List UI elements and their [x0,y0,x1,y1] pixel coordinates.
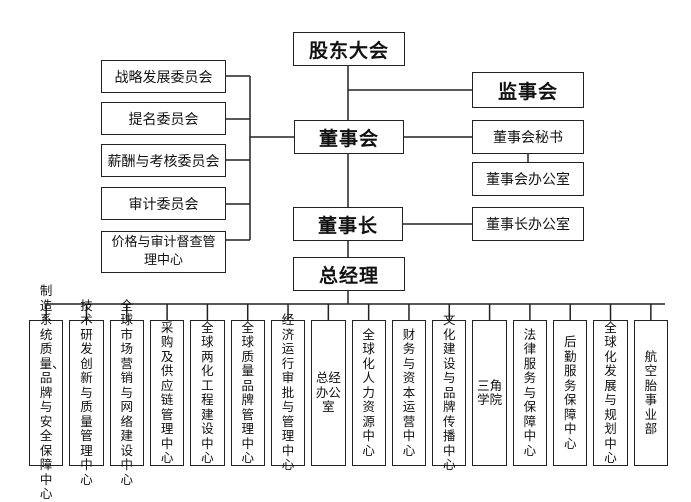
department-box: 文化建设与品牌传播中心 [432,313,467,472]
committee-compensation: 薪酬与考核委员会 [101,144,226,177]
department-box: 法律服务与保障中心 [512,320,548,466]
department-label: 经济运行审批与管理中心 [281,312,295,473]
department-box: 全球两化工程建设中心 [190,319,225,466]
department-box: 经济运行审批与管理中心 [270,313,306,472]
shareholders-box: 股东大会 [293,32,405,66]
committee-label: 战略发展委员会 [114,69,213,86]
department-label: 全球质量品牌管理中心 [241,319,254,465]
gm-box: 总经理 [293,257,405,291]
committee-label: 提名委员会 [128,111,199,128]
department-label: 总经办公室 [315,370,341,415]
board-box: 董事会 [294,120,404,154]
department-box: 技术研发创新与质量管理中心 [69,298,104,486]
board-office-label: 董事会办公室 [486,172,570,188]
department-box: 航空胎事业部 [633,320,668,466]
department-box: 全球市场营销与网络建设中心 [109,298,144,486]
board-office-box: 董事会办公室 [472,162,584,196]
board-secretary-label: 董事会秘书 [493,130,563,146]
connector-lines [45,66,665,320]
department-label: 航空胎事业部 [644,348,658,436]
committee-nomination: 提名委员会 [101,102,226,135]
department-label: 制造系统质量、品牌与安全保障中心 [39,283,65,502]
department-label: 文化建设与品牌传播中心 [443,312,456,473]
board-label: 董事会 [318,127,379,150]
department-box: 三角学院 [472,320,507,466]
committee-label: 薪酬与考核委员会 [107,153,220,170]
supervisors-box: 监事会 [472,72,584,108]
board-secretary-box: 董事会秘书 [472,120,584,154]
department-box: 制造系统质量、品牌与安全保障中心 [29,284,65,501]
department-box: 全球化人力资源中心 [351,320,386,466]
gm-label: 总经理 [318,264,379,287]
department-label: 财务与资本运营中心 [402,326,416,458]
department-box: 财务与资本运营中心 [391,320,427,466]
department-label: 技术研发创新与质量管理中心 [80,297,93,487]
department-box: 采购及供应链管理中心 [149,319,185,466]
price-audit-center-box: 价格与审计督查管理中心 [101,231,226,273]
chairman-label: 董事长 [317,214,378,237]
department-label: 三角学院 [477,377,503,407]
chairman-box: 董事长 [293,207,403,241]
department-box: 总经办公室 [311,320,346,466]
department-label: 全球化人力资源中心 [362,326,375,458]
department-label: 全球市场营销与网络建设中心 [120,297,134,487]
department-label: 法律服务与保障中心 [523,326,537,458]
department-label: 采购及供应链管理中心 [160,319,174,465]
department-box: 全球质量品牌管理中心 [230,319,265,466]
chairman-office-label: 董事长办公室 [486,217,570,233]
org-chart: 股东大会 董事会 董事长 总经理 监事会 董事会秘书 董事会办公室 董事长办公室… [29,32,668,501]
committee-audit: 审计委员会 [101,187,226,220]
department-label: 后勤服务保障中心 [563,334,577,451]
chairman-office-box: 董事长办公室 [472,207,584,241]
department-label: 全球化发展与规划中心 [604,319,617,465]
shareholders-label: 股东大会 [308,39,389,62]
committee-strategy: 战略发展委员会 [101,60,226,93]
department-box: 后勤服务保障中心 [553,320,588,466]
supervisors-label: 监事会 [497,80,558,103]
department-label: 全球两化工程建设中心 [201,319,214,465]
committee-label: 审计委员会 [128,196,199,213]
price-audit-center-label: 价格与审计督查管理中心 [111,235,216,268]
department-box: 全球化发展与规划中心 [593,319,628,466]
